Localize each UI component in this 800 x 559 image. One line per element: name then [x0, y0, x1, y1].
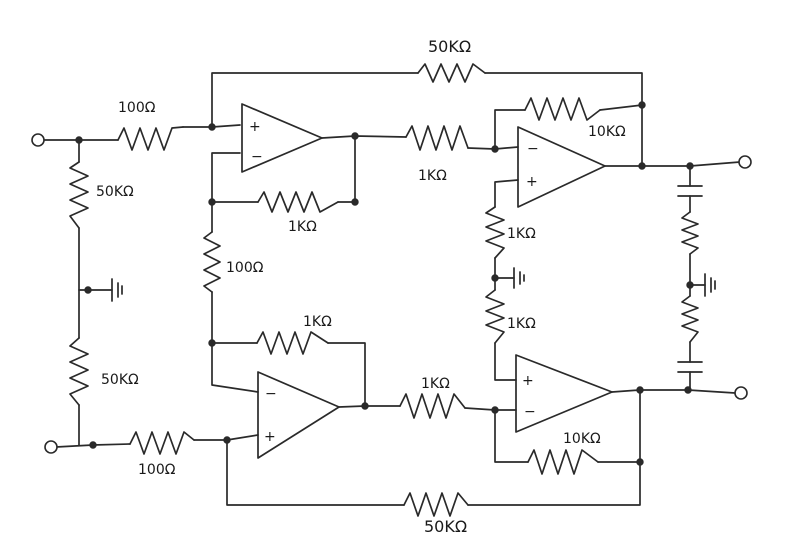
opamp-top-right-minus: −	[527, 141, 539, 157]
resistor-right-lower	[681, 295, 699, 343]
junction-dots	[75, 101, 694, 466]
resistor-feedback-bottom-right	[527, 449, 599, 475]
terminal-input-top	[31, 133, 45, 147]
resistor-feedback-top-right	[524, 97, 601, 121]
resistor-divider-upper	[485, 206, 505, 259]
label-divider-upper: 1KΩ	[507, 226, 536, 242]
opamp-bottom-right: + −	[515, 354, 613, 433]
label-input-bottom: 100Ω	[138, 462, 176, 478]
opamp-bottom-left-plus: +	[264, 429, 276, 445]
opamp-top-left-minus: −	[251, 149, 263, 165]
label-fb-top-amp: 1KΩ	[288, 219, 317, 235]
label-fb-top-right: 10KΩ	[588, 124, 626, 140]
resistor-divider-lower	[485, 289, 505, 344]
opamp-bottom-left: − +	[257, 371, 340, 459]
label-coupling-top: 1KΩ	[418, 168, 447, 184]
terminals	[31, 133, 752, 454]
resistor-bottom-feedback	[403, 492, 469, 517]
resistor-left-lower	[69, 337, 89, 406]
capacitor-bottom-right	[677, 361, 703, 373]
label-coupling-bottom: 1KΩ	[421, 376, 450, 392]
capacitors	[677, 185, 703, 373]
component-labels: 50KΩ 100Ω 50KΩ 50KΩ 100Ω 1KΩ 100Ω 1KΩ 1K…	[96, 37, 626, 536]
resistor-right-upper	[681, 211, 699, 255]
label-divider-lower: 1KΩ	[507, 316, 536, 332]
terminal-input-bottom	[44, 440, 58, 454]
resistor-feedback-top-amp	[257, 191, 339, 213]
resistor-input-bottom	[129, 431, 195, 455]
label-gain-middle: 100Ω	[226, 260, 264, 276]
ground-symbol-right	[704, 273, 716, 297]
resistor-input-top	[117, 126, 184, 151]
capacitor-top-right	[677, 185, 703, 197]
opamp-top-left-plus: +	[249, 119, 261, 135]
label-bottom-feedback: 50KΩ	[424, 517, 467, 536]
resistor-left-upper	[69, 161, 89, 229]
ground-symbols	[78, 267, 716, 302]
resistor-feedback-bottom-amp	[256, 331, 329, 355]
opamps: + − − + − + + −	[241, 103, 613, 459]
resistor-top-feedback	[417, 63, 486, 83]
opamp-top-right-plus: +	[526, 174, 538, 190]
opamp-top-right: − +	[517, 126, 606, 208]
ground-symbol-left	[78, 278, 123, 302]
label-left-lower: 50KΩ	[101, 372, 139, 388]
resistor-coupling-top	[405, 125, 469, 151]
opamp-top-left: + −	[241, 103, 323, 173]
label-fb-bottom-amp: 1KΩ	[303, 314, 332, 330]
label-top-feedback: 50KΩ	[428, 37, 471, 56]
label-input-top: 100Ω	[118, 100, 156, 116]
opamp-bottom-right-plus: +	[522, 373, 534, 389]
label-left-upper: 50KΩ	[96, 184, 134, 200]
ground-symbol-middle	[513, 267, 525, 289]
opamp-bottom-left-minus: −	[265, 386, 277, 402]
resistors	[69, 63, 699, 517]
resistor-gain-middle	[203, 231, 221, 293]
resistor-coupling-bottom	[399, 393, 466, 419]
opamp-bottom-right-minus: −	[524, 404, 536, 420]
terminal-output-top	[738, 155, 752, 169]
label-fb-bottom-right: 10KΩ	[563, 431, 601, 447]
terminal-output-bottom	[734, 386, 748, 400]
